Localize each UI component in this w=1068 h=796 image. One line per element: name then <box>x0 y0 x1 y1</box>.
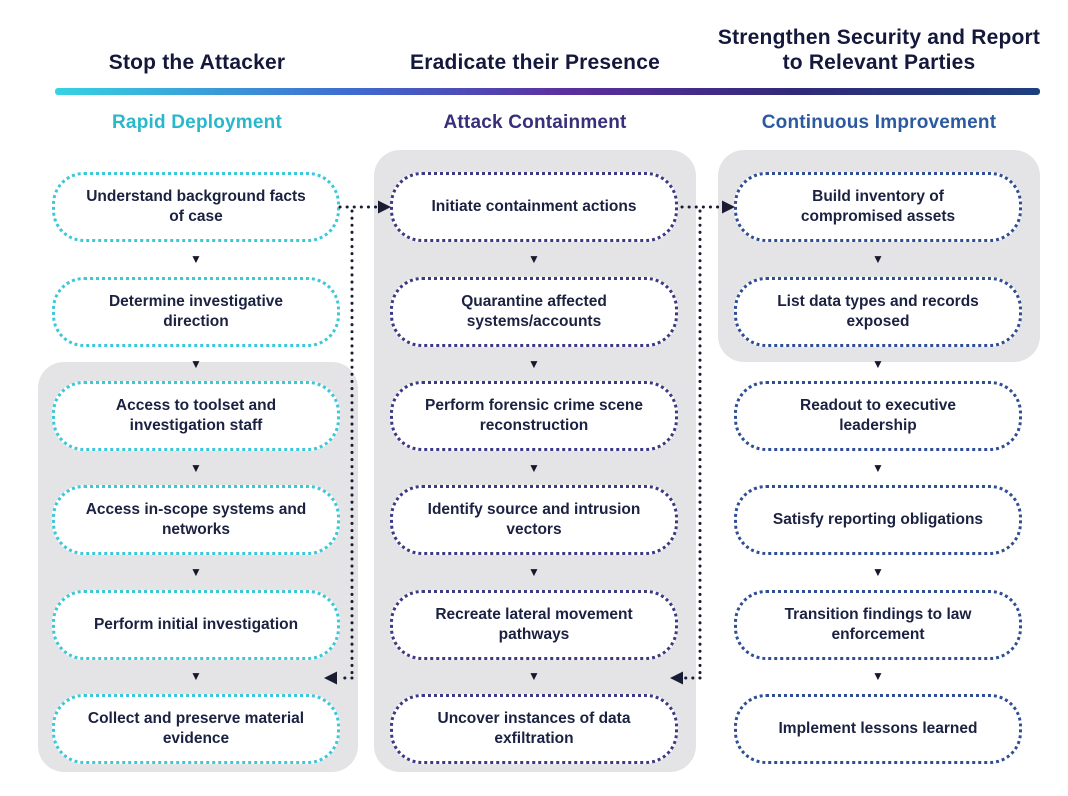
flow-box-collect-evidence: Collect and preserve material evidence <box>52 694 340 764</box>
flow-box-understand-background: Understand background facts of case <box>52 172 340 242</box>
flow-box-identify-source: Identify source and intrusion vectors <box>390 485 678 555</box>
flow-box-law-enforcement: Transition findings to law enforcement <box>734 590 1022 660</box>
column-eradicate-presence: Initiate containment actions ▼ Quarantin… <box>390 0 678 796</box>
flow-box-list-data-types: List data types and records exposed <box>734 277 1022 347</box>
phase-header-stop-the-attacker: Stop the Attacker <box>108 51 286 75</box>
column-stop-the-attacker: Understand background facts of case ▼ De… <box>52 0 340 796</box>
panel-column2-group <box>374 150 696 772</box>
phase-header-strengthen-security: Strengthen Security and Report to Releva… <box>717 25 1041 75</box>
down-arrow-icon: ▼ <box>528 565 540 579</box>
flow-box-initiate-containment: Initiate containment actions <box>390 172 678 242</box>
flow-box-data-exfiltration: Uncover instances of data exfiltration <box>390 694 678 764</box>
down-arrow-icon: ▼ <box>528 461 540 475</box>
flow-box-access-systems: Access in-scope systems and networks <box>52 485 340 555</box>
phase-header-eradicate-presence: Eradicate their Presence <box>410 51 660 75</box>
down-arrow-icon: ▼ <box>528 252 540 266</box>
down-arrow-icon: ▼ <box>528 669 540 683</box>
flow-box-lateral-movement: Recreate lateral movement pathways <box>390 590 678 660</box>
column-strengthen-security: Build inventory of compromised assets ▼ … <box>734 0 1022 796</box>
down-arrow-icon: ▼ <box>872 252 884 266</box>
flow-box-lessons-learned: Implement lessons learned <box>734 694 1022 764</box>
down-arrow-icon: ▼ <box>190 252 202 266</box>
flow-box-forensic-reconstruction: Perform forensic crime scene reconstruct… <box>390 381 678 451</box>
down-arrow-icon: ▼ <box>528 357 540 371</box>
down-arrow-icon: ▼ <box>190 357 202 371</box>
down-arrow-icon: ▼ <box>190 461 202 475</box>
flow-box-quarantine-systems: Quarantine affected systems/accounts <box>390 277 678 347</box>
stage-subtitle-continuous-improvement: Continuous Improvement <box>761 112 997 133</box>
stage-subtitle-attack-containment: Attack Containment <box>443 112 627 133</box>
flow-box-readout-leadership: Readout to executive leadership <box>734 381 1022 451</box>
down-arrow-icon: ▼ <box>872 461 884 475</box>
flow-box-determine-direction: Determine investigative direction <box>52 277 340 347</box>
down-arrow-icon: ▼ <box>872 669 884 683</box>
down-arrow-icon: ▼ <box>872 357 884 371</box>
flow-box-build-inventory: Build inventory of compromised assets <box>734 172 1022 242</box>
flow-box-access-toolset: Access to toolset and investigation staf… <box>52 381 340 451</box>
flow-box-reporting-obligations: Satisfy reporting obligations <box>734 485 1022 555</box>
gradient-divider-bar <box>55 88 1040 95</box>
down-arrow-icon: ▼ <box>190 669 202 683</box>
flow-box-initial-investigation: Perform initial investigation <box>52 590 340 660</box>
stage-subtitle-rapid-deployment: Rapid Deployment <box>112 112 282 133</box>
down-arrow-icon: ▼ <box>190 565 202 579</box>
down-arrow-icon: ▼ <box>872 565 884 579</box>
